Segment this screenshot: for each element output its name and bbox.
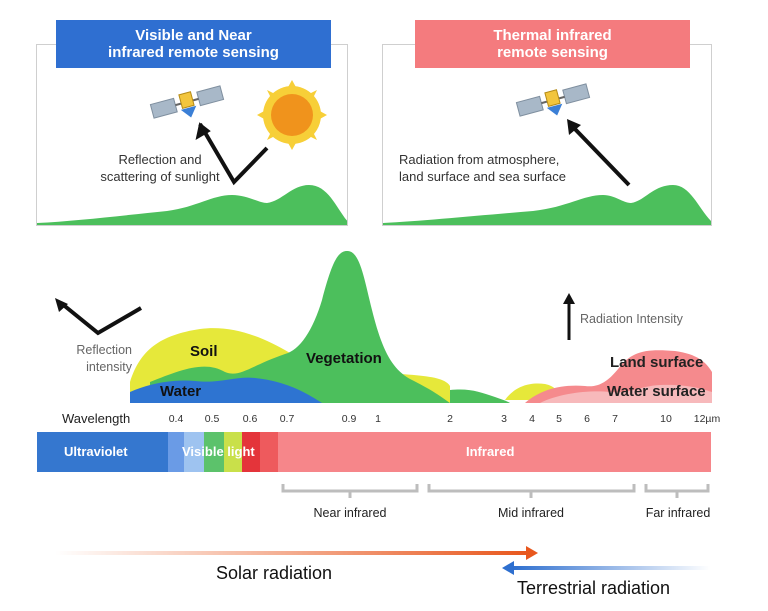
thermal-ir-panel: Radiation from atmosphere, land surface … [382, 44, 712, 226]
visible-nir-banner: Visible and Near infrared remote sensing [56, 20, 331, 68]
visible-nir-panel: Reflection and scattering of sunlight [36, 44, 348, 226]
visible-title-line2: infrared remote sensing [108, 44, 279, 61]
near-infrared-bracket [281, 484, 419, 498]
vegetation-label: Vegetation [306, 350, 382, 367]
wavelength-tick: 0.6 [242, 413, 258, 425]
wavelength-tick: 0.7 [279, 413, 295, 425]
wavelength-tick: 0.5 [204, 413, 220, 425]
wavelength-tick: 1 [375, 413, 381, 425]
land-surface-label: Land surface [610, 354, 704, 371]
soil-label: Soil [190, 343, 218, 360]
wavelength-tick: 5 [556, 413, 562, 425]
reflection-intensity-label: Reflection intensity [36, 342, 132, 376]
thermal-panel-hill [383, 185, 711, 225]
thermal-title-line2: remote sensing [497, 44, 608, 61]
radiation-intensity-label: Radiation Intensity [580, 312, 683, 326]
visible-caption: Reflection and scattering of sunlight [85, 151, 235, 185]
visible-light-label: Visible light [182, 444, 255, 459]
reflection-symbol-path [59, 301, 143, 336]
terrestrial-radiation-label: Terrestrial radiation [517, 578, 671, 598]
visible-band-green [204, 432, 224, 472]
wavelength-tick: 4 [529, 413, 535, 425]
visible-band-red [242, 432, 260, 472]
visible-band-violet [168, 432, 184, 472]
terrestrial-radiation-arrow [502, 561, 710, 575]
radiation-arrowhead [567, 119, 581, 135]
infrared-band [278, 432, 711, 472]
thermal-caption-line2: land surface and sea surface [399, 169, 566, 184]
thermal-caption-line1: Radiation from atmosphere, [399, 152, 560, 167]
radiation-arrow [571, 125, 631, 187]
wavelength-label: Wavelength [62, 411, 131, 426]
sun-icon [257, 80, 327, 150]
wavelength-tick: 3 [501, 413, 507, 425]
reflection-symbol [55, 298, 143, 336]
mid-infrared-label: Mid infrared [498, 506, 564, 520]
thermal-panel-illustration [383, 83, 711, 225]
mid-infrared-bracket [427, 484, 636, 498]
wavelength-tick: 7 [612, 413, 618, 425]
visible-panel-illustration [37, 80, 347, 225]
vegetation-midir-bump [450, 389, 510, 403]
wavelength-tick: 2 [447, 413, 453, 425]
visible-caption-line1: Reflection and [118, 152, 202, 167]
thermal-caption: Radiation from atmosphere, land surface … [399, 151, 619, 185]
reflection-label-line2: intensity [86, 360, 132, 374]
water-surface-curve [540, 384, 712, 403]
wavelength-tick: 0.4 [168, 413, 184, 425]
radiation-intensity-arrow [563, 293, 575, 340]
satellite-icon [515, 83, 591, 117]
visible-band-lime [224, 432, 242, 472]
ultraviolet-band [37, 432, 168, 472]
thermal-ir-banner: Thermal infrared remote sensing [415, 20, 690, 68]
reflection-symbol-arrowhead [55, 298, 68, 312]
visible-title-line1: Visible and Near [135, 27, 252, 44]
visible-caption-line2: scattering of sunlight [100, 169, 220, 184]
reflection-arrow [198, 122, 269, 186]
infrared-label: Infrared [466, 444, 515, 459]
satellite-icon [149, 85, 225, 119]
wavelength-tick: 10 [660, 413, 672, 425]
water-curve [130, 377, 322, 403]
visible-band-lightred [260, 432, 278, 472]
thermal-title-line1: Thermal infrared [493, 27, 612, 44]
reflection-arrowhead [195, 122, 211, 141]
far-infrared-label: Far infrared [645, 506, 711, 520]
wavelength-tick: 6 [584, 413, 590, 425]
far-infrared-bracket [644, 484, 710, 498]
visible-panel-hill [37, 185, 347, 225]
near-infrared-label: Near infrared [313, 506, 387, 520]
vegetation-curve [150, 250, 450, 403]
reflection-label-line1: Reflection [76, 343, 132, 357]
wavelength-tick: 0.9 [341, 413, 357, 425]
water-label: Water [160, 383, 202, 400]
visible-band-lightblue [184, 432, 204, 472]
wavelength-tick: 12µm [693, 413, 721, 425]
ultraviolet-label: Ultraviolet [64, 444, 128, 459]
solar-radiation-arrow [55, 546, 538, 560]
solar-radiation-label: Solar radiation [216, 563, 333, 583]
water-surface-label: Water surface [607, 383, 706, 400]
